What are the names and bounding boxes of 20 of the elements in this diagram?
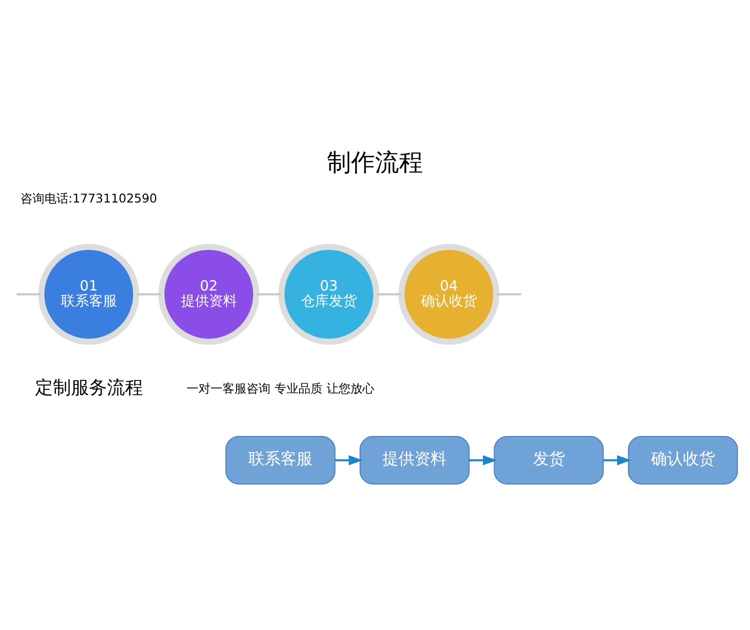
connector — [496, 292, 522, 295]
node-box: 提供资料 — [360, 436, 470, 484]
node-circle: 04 确认收货 — [398, 243, 500, 344]
arrow — [334, 454, 363, 465]
node-box: 联系客服 — [225, 436, 336, 484]
diagram-title: 制作流程 — [327, 148, 423, 176]
arrow — [603, 454, 632, 465]
node-circle: 01 联系客服 — [38, 243, 140, 344]
connector — [16, 292, 42, 295]
connector — [256, 292, 282, 295]
label: 定制服务流程 — [34, 377, 143, 398]
node-circle: 02 提供资料 — [158, 243, 260, 344]
label: 一对一客服咨询 专业品质 让您放心 — [186, 380, 374, 395]
node-circle: 03 仓库发货 — [278, 243, 380, 344]
label: 咨询电话:17731102590 — [20, 191, 158, 206]
connector — [136, 292, 162, 295]
arrow — [469, 454, 498, 465]
node-box: 发货 — [494, 436, 604, 484]
node-box: 确认收货 — [628, 436, 738, 484]
connector — [376, 292, 402, 295]
